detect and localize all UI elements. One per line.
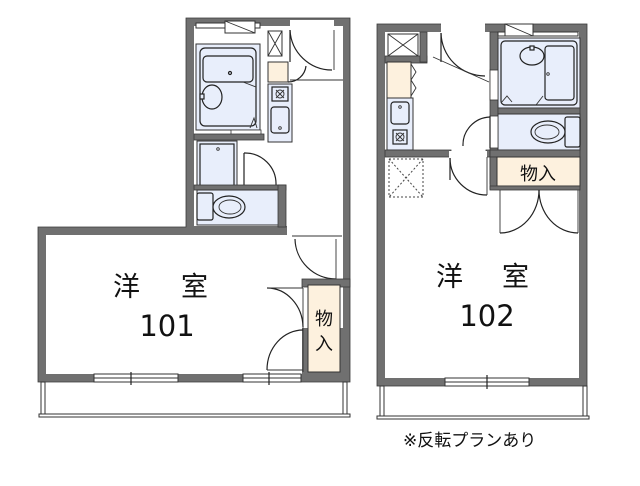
unit-102: 物入 洋 室 102	[376, 23, 590, 420]
window-icon	[444, 375, 530, 389]
ventilation-shaft-icon	[387, 33, 419, 57]
room-number-102: 102	[459, 299, 514, 333]
entrance-door[interactable]	[289, 20, 343, 81]
sink-icon	[390, 101, 410, 125]
shoe-cabinet	[267, 61, 289, 83]
storage-closet-102	[496, 156, 581, 187]
balcony-101	[38, 381, 351, 418]
unit-bath	[195, 43, 262, 137]
flip-plan-note: ※反転プランあり	[403, 431, 537, 451]
toilet-icon	[212, 195, 246, 219]
kitchen	[267, 83, 293, 143]
washroom-door[interactable]	[243, 152, 277, 186]
ventilation-shaft-icon	[267, 30, 283, 57]
window-icon	[93, 372, 302, 385]
entrance-door[interactable]	[432, 23, 490, 83]
window-icon	[195, 20, 261, 34]
stove-icon	[271, 86, 289, 102]
storage-label-101-char1: 物	[315, 309, 333, 330]
storage-closet-101	[307, 284, 341, 373]
toilet-room	[497, 113, 581, 151]
toilet-room	[196, 189, 280, 226]
refrigerator-space	[388, 158, 424, 198]
room-number-101: 101	[139, 309, 194, 343]
balcony-102	[376, 385, 590, 420]
window-icon	[497, 23, 579, 37]
room-type-101-char1: 洋	[113, 272, 140, 303]
room-type-102-char2: 室	[502, 262, 529, 293]
unit-101: 物 入 洋 室 101	[37, 17, 351, 418]
storage-label-102: 物入	[520, 164, 556, 185]
toilet-icon	[530, 120, 566, 144]
closet-door-101[interactable]	[266, 287, 304, 372]
room-door-102[interactable]	[449, 151, 488, 196]
kitchen	[386, 97, 414, 151]
shoe-cabinet	[386, 61, 412, 99]
washbasin-icon	[201, 84, 223, 110]
room-type-101-char2: 室	[181, 272, 208, 303]
stove-icon	[392, 129, 408, 145]
toilet-door[interactable]	[462, 116, 491, 148]
sink-icon	[270, 106, 290, 134]
closet-door-102[interactable]	[499, 189, 579, 234]
storage-label-101-char2: 入	[315, 334, 333, 355]
room-door-101[interactable]	[292, 229, 342, 280]
room-type-102-char1: 洋	[436, 262, 463, 293]
unit-bath	[497, 37, 581, 109]
shower-pan-icon	[196, 140, 238, 190]
